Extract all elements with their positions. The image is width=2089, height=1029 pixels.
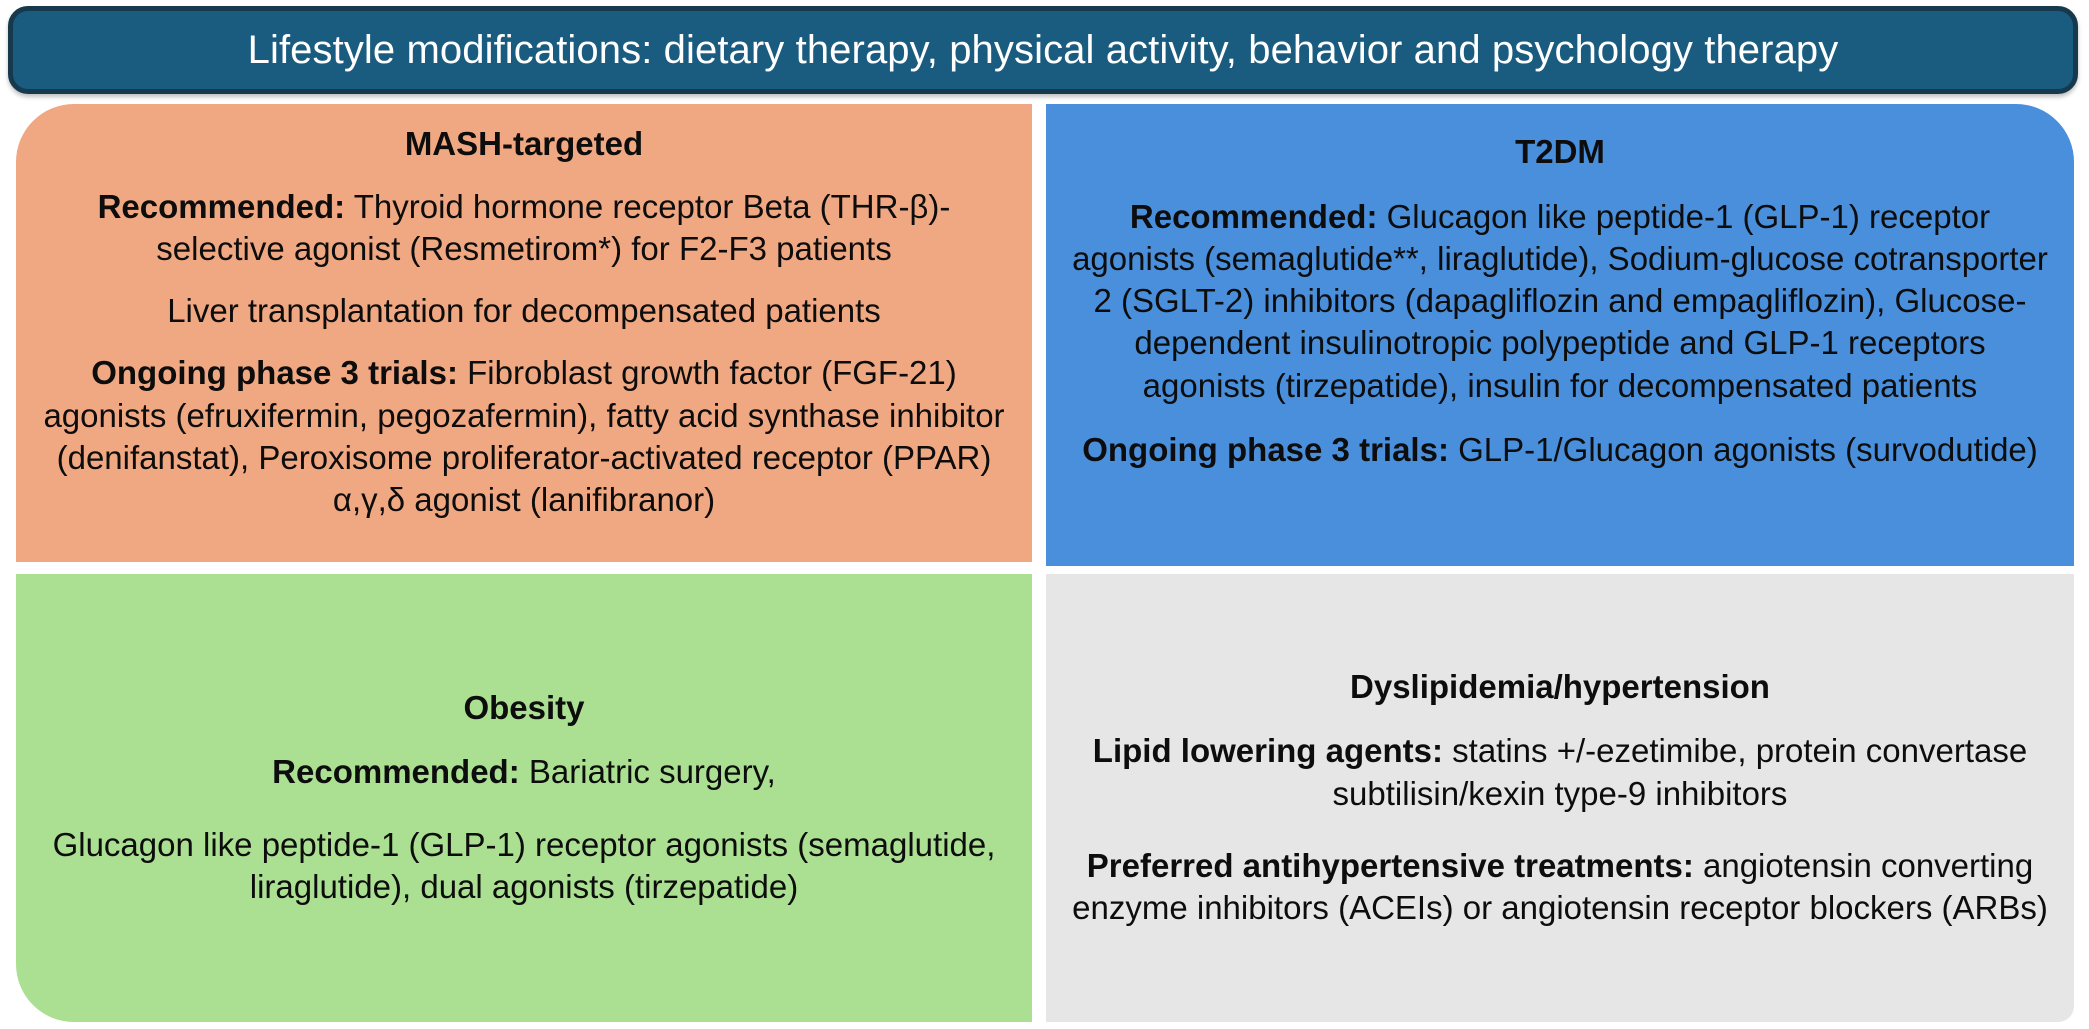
panel-title-t2dm: T2DM <box>1515 133 1605 170</box>
mash-paragraph-recommended: Recommended: Thyroid hormone receptor Be… <box>42 186 1006 270</box>
panel-title-dyslipidemia: Dyslipidemia/hypertension <box>1350 667 1770 705</box>
obesity-recommended-text: Bariatric surgery, <box>519 753 776 791</box>
panel-title-mash: MASH-targeted <box>404 125 644 162</box>
dyslip-antihypertensive-label: Preferred antihypertensive treatments: <box>1086 846 1694 884</box>
mash-recommended-label: Recommended: <box>97 187 346 225</box>
mash-trials-text: Fibroblast growth factor (FGF-21) agonis… <box>43 354 1005 518</box>
banner-text: Lifestyle modifications: dietary therapy… <box>247 28 1839 72</box>
panel-obesity: Obesity Recommended: Bariatric surgery, … <box>16 574 1032 1022</box>
dyslip-paragraph-lipid: Lipid lowering agents: statins +/-ezetim… <box>1072 730 2048 814</box>
t2dm-paragraph-trials: Ongoing phase 3 trials: GLP-1/Glucagon a… <box>1072 429 2048 471</box>
panel-t2dm: T2DM Recommended: Glucagon like peptide-… <box>1046 104 2074 566</box>
t2dm-recommended-text: Glucagon like peptide-1 (GLP-1) receptor… <box>1072 197 2048 404</box>
dyslip-antihypertensive-text: angiotensin converting enzyme inhibitors… <box>1072 846 2048 927</box>
panel-dyslipidemia-hypertension: Dyslipidemia/hypertension Lipid lowering… <box>1046 574 2074 1022</box>
obesity-recommended-label: Recommended: <box>272 753 520 791</box>
dyslip-lipid-text: statins +/-ezetimibe, protein convertase… <box>1332 732 2028 812</box>
obesity-paragraph-recommended: Recommended: Bariatric surgery, <box>42 751 1006 793</box>
panel-mash-targeted: MASH-targeted Recommended: Thyroid hormo… <box>16 104 1032 562</box>
t2dm-trials-label: Ongoing phase 3 trials: <box>1082 430 1449 468</box>
mash-recommended-text: Thyroid hormone receptor Beta (THR-β)-se… <box>156 187 951 267</box>
t2dm-recommended-label: Recommended: <box>1129 197 1378 235</box>
obesity-paragraph-agonists: Glucagon like peptide-1 (GLP-1) receptor… <box>42 824 1006 908</box>
dyslip-lipid-label: Lipid lowering agents: <box>1092 732 1443 770</box>
lifestyle-modifications-banner: Lifestyle modifications: dietary therapy… <box>8 6 2078 94</box>
dyslip-paragraph-antihypertensive: Preferred antihypertensive treatments: a… <box>1072 845 2048 929</box>
t2dm-trials-text: GLP-1/Glucagon agonists (survodutide) <box>1448 430 2038 468</box>
quadrant-grid: MASH-targeted Recommended: Thyroid hormo… <box>16 104 2074 1022</box>
panel-title-obesity: Obesity <box>463 688 585 726</box>
mash-transplant-text: Liver transplantation for decompensated … <box>167 292 881 330</box>
t2dm-paragraph-recommended: Recommended: Glucagon like peptide-1 (GL… <box>1072 196 2048 407</box>
mash-trials-label: Ongoing phase 3 trials: <box>91 354 458 392</box>
mash-paragraph-trials: Ongoing phase 3 trials: Fibroblast growt… <box>42 352 1006 521</box>
obesity-agonists-text: Glucagon like peptide-1 (GLP-1) receptor… <box>52 825 996 905</box>
mash-paragraph-transplant: Liver transplantation for decompensated … <box>42 290 1006 332</box>
